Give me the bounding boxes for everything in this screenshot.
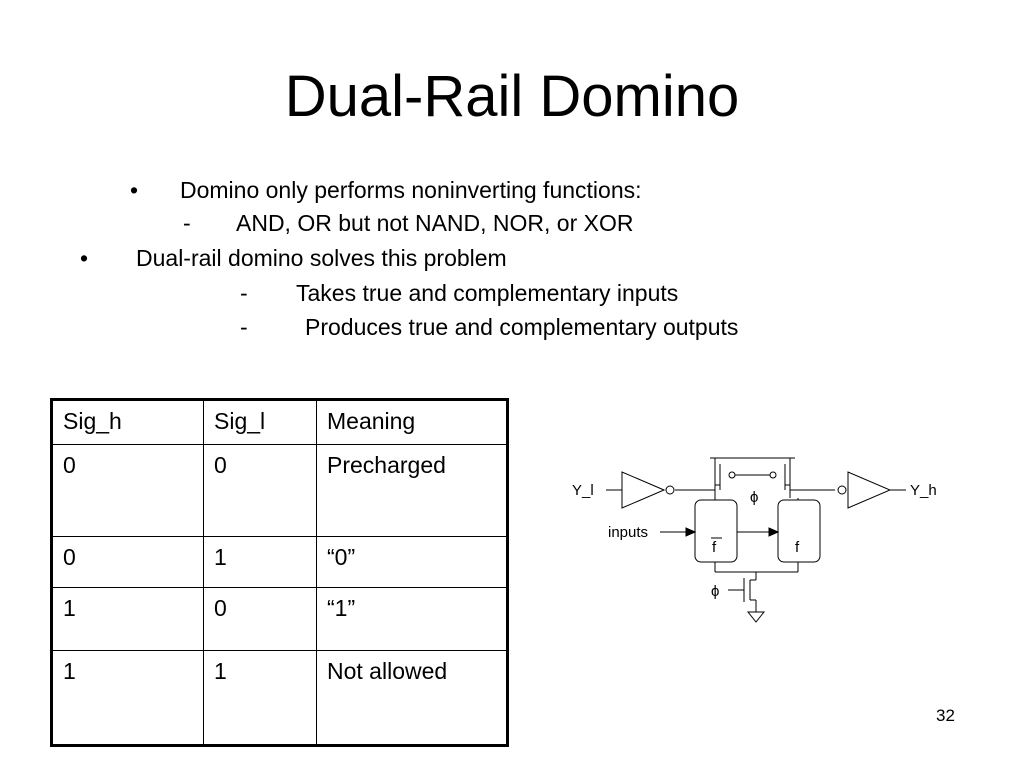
- table-cell: 1: [203, 536, 317, 588]
- table-cell: 0: [51, 536, 204, 588]
- sub-bullet-marker: -: [240, 280, 248, 306]
- table-header-cell: Meaning: [316, 399, 508, 445]
- dual-rail-domino-circuit: ϕ ϕ Y_l Y_h inputs f f: [572, 457, 937, 623]
- bullet-item: • Dual-rail domino solves this problem: [80, 243, 507, 273]
- bullet-item: • Domino only performs noninverting func…: [130, 175, 642, 205]
- table-cell: 1: [51, 587, 204, 651]
- table-header-row: Sig_h Sig_l Meaning: [51, 399, 508, 445]
- logic-block-label: f: [712, 539, 717, 556]
- table-cell: “0”: [316, 536, 508, 588]
- table-cell: Not allowed: [316, 650, 508, 746]
- table-cell: “1”: [316, 587, 508, 651]
- logic-block-label: f: [795, 539, 800, 556]
- sub-bullet-marker: -: [240, 314, 248, 340]
- sub-bullet-item: - AND, OR but not NAND, NOR, or XOR: [183, 208, 633, 238]
- bullet-text: Domino only performs noninverting functi…: [180, 177, 642, 203]
- sub-bullet-text: Takes true and complementary inputs: [296, 280, 679, 306]
- table-row: 0 1 “0”: [51, 536, 508, 588]
- signal-table: Sig_h Sig_l Meaning 0 0 Precharged 0 1 “…: [50, 398, 509, 747]
- bullet-text: Dual-rail domino solves this problem: [136, 245, 507, 271]
- sub-bullet-text: AND, OR but not NAND, NOR, or XOR: [236, 210, 634, 236]
- table-cell: 0: [51, 444, 204, 537]
- slide-title: Dual-Rail Domino: [284, 64, 740, 129]
- table-header-cell: Sig_h: [51, 399, 204, 445]
- table-cell: 1: [203, 650, 317, 746]
- table-cell: 0: [203, 587, 317, 651]
- bullet-marker: •: [80, 245, 89, 271]
- clock-label: ϕ: [750, 489, 758, 506]
- table-row: 0 0 Precharged: [51, 444, 508, 537]
- output-label-right: Y_h: [910, 482, 937, 499]
- table-header-cell: Sig_l: [203, 399, 317, 445]
- table-row: 1 1 Not allowed: [51, 650, 508, 746]
- table-cell: Precharged: [316, 444, 508, 537]
- sub-bullet-item: - Takes true and complementary inputs: [240, 278, 678, 308]
- sub-bullet-text: Produces true and complementary outputs: [305, 314, 739, 340]
- output-label-left: Y_l: [572, 482, 594, 499]
- inputs-label: inputs: [608, 524, 648, 541]
- table-cell: 0: [203, 444, 317, 537]
- sub-bullet-item: - Produces true and complementary output…: [240, 312, 738, 342]
- bullet-marker: •: [130, 177, 139, 203]
- sub-bullet-marker: -: [183, 210, 191, 236]
- table-row: 1 0 “1”: [51, 587, 508, 651]
- clock-label: ϕ: [711, 583, 719, 600]
- table-cell: 1: [51, 650, 204, 746]
- page-number: 32: [936, 706, 955, 725]
